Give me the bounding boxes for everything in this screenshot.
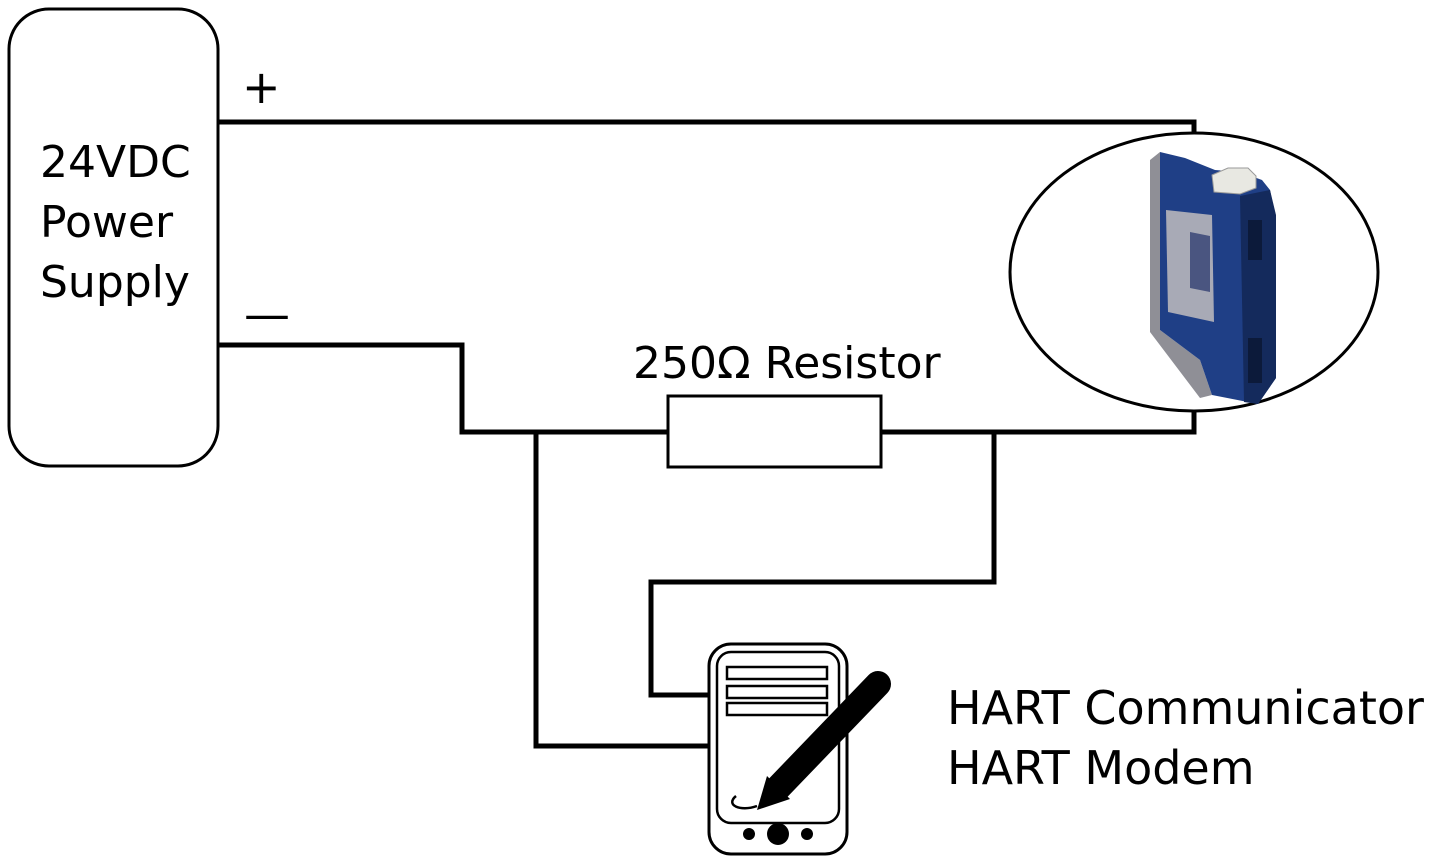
resistor-to-module-wire xyxy=(881,405,1197,435)
power-supply-box xyxy=(7,7,220,468)
handheld-device-icon xyxy=(707,642,891,856)
positive-wire xyxy=(218,119,1197,140)
plus-terminal-sign: + xyxy=(242,60,281,114)
field-device xyxy=(1008,131,1380,413)
signal-isolator-module-icon xyxy=(1150,152,1276,404)
power-supply-label-line-3: Supply xyxy=(40,257,190,308)
minus-terminal-sign: — xyxy=(244,287,290,341)
stylus-icon xyxy=(731,671,891,810)
communicator-label-line-1: HART Communicator xyxy=(947,681,1424,735)
communicator-label-line-2: HART Modem xyxy=(947,741,1255,795)
communicator-lead-right xyxy=(648,432,997,698)
resistor-label: 250Ω Resistor xyxy=(633,338,942,389)
power-supply-label-line-2: Power xyxy=(40,197,174,248)
power-supply-label-line-1: 24VDC xyxy=(40,137,191,188)
negative-wire xyxy=(218,342,668,435)
power-supply: 24VDC Power Supply xyxy=(7,7,220,468)
resistor: 250Ω Resistor xyxy=(633,338,942,469)
resistor-body xyxy=(666,394,883,469)
communicator-lead-left xyxy=(533,432,712,749)
